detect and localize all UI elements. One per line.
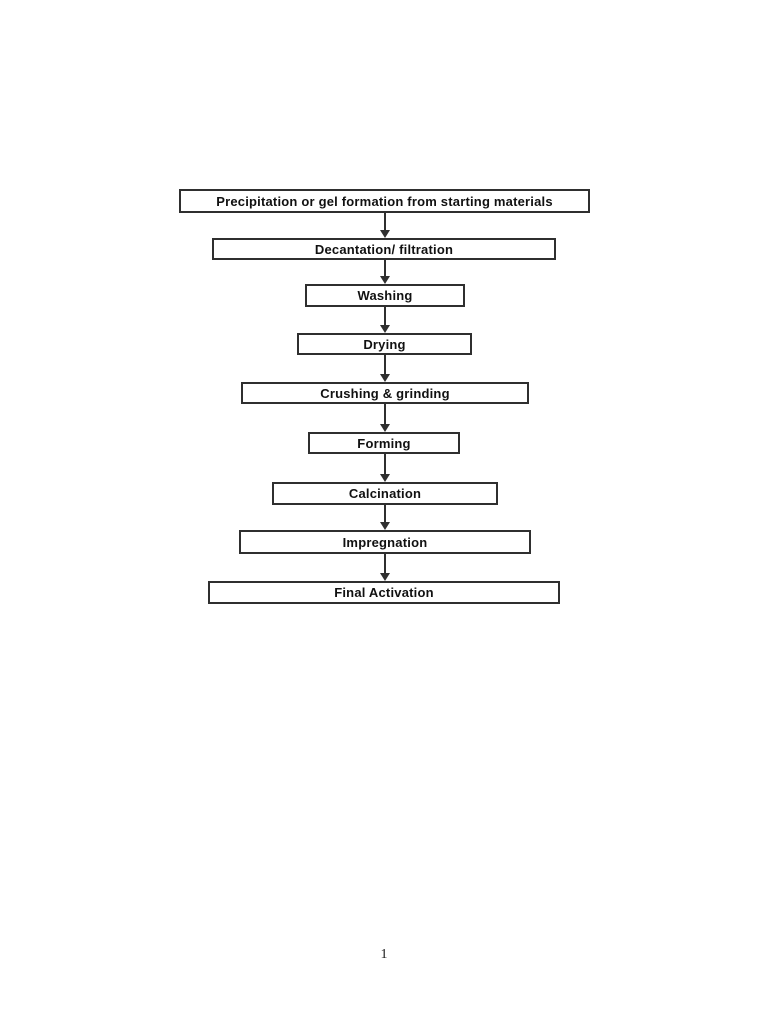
arrow-shaft — [383, 307, 386, 326]
down-arrow-icon — [379, 260, 390, 284]
down-arrow-icon — [379, 404, 390, 432]
arrow-head — [379, 522, 390, 530]
down-arrow-icon — [379, 307, 390, 333]
arrow-head — [379, 573, 390, 581]
arrow-head — [379, 474, 390, 482]
flow-step-precipitation: Precipitation or gel formation from star… — [179, 189, 590, 213]
arrow-shaft — [383, 554, 386, 574]
arrow-shaft — [383, 213, 386, 231]
arrow-shaft — [383, 404, 386, 425]
down-arrow-icon — [379, 355, 390, 382]
arrow-shaft — [383, 505, 386, 523]
arrow-head — [379, 424, 390, 432]
arrow-head — [379, 325, 390, 333]
arrow-head — [379, 374, 390, 382]
arrow-shaft — [383, 355, 386, 375]
down-arrow-icon — [379, 213, 390, 238]
flow-step-forming: Forming — [308, 432, 460, 454]
arrow-head — [379, 230, 390, 238]
flow-step-crushing-grinding: Crushing & grinding — [241, 382, 529, 404]
flow-step-decantation-filtration: Decantation/ filtration — [212, 238, 556, 260]
flow-step-calcination: Calcination — [272, 482, 498, 505]
flow-step-impregnation: Impregnation — [239, 530, 531, 554]
flow-step-drying: Drying — [297, 333, 472, 355]
arrow-shaft — [383, 454, 386, 475]
down-arrow-icon — [379, 554, 390, 581]
page-number: 1 — [380, 947, 388, 962]
down-arrow-icon — [379, 454, 390, 482]
down-arrow-icon — [379, 505, 390, 530]
arrow-shaft — [383, 260, 386, 277]
flow-step-final-activation: Final Activation — [208, 581, 560, 604]
arrow-head — [379, 276, 390, 284]
flow-step-washing: Washing — [305, 284, 465, 307]
